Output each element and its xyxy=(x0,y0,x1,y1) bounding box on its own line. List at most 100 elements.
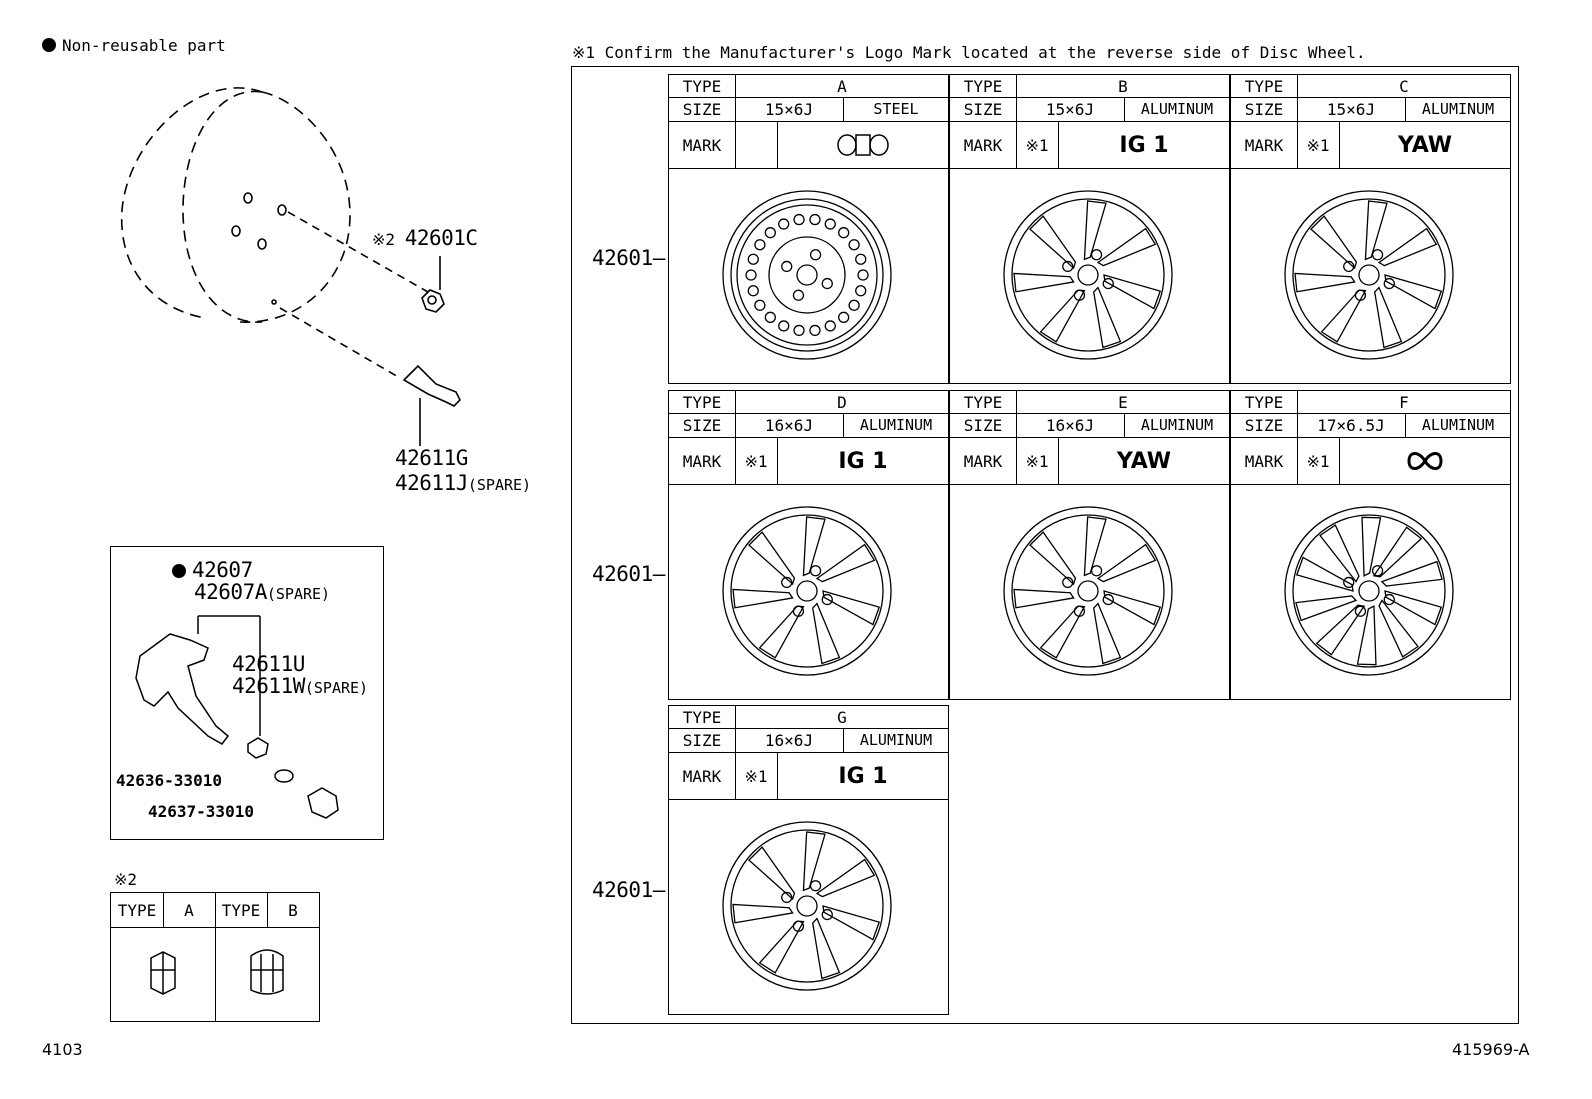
size-label: SIZE xyxy=(1244,99,1284,119)
size-value: 15×6J xyxy=(764,99,814,119)
mark-note: ※1 xyxy=(1025,451,1049,471)
nut-type-a-label: TYPE xyxy=(117,900,157,920)
size-label: SIZE xyxy=(963,415,1003,435)
bolt-holes xyxy=(231,192,287,305)
valve-spare-part-number: 42611J(SPARE) xyxy=(395,471,532,495)
mark-note: ※1 xyxy=(1306,135,1330,155)
tpms-sensor-box xyxy=(110,546,384,840)
mark-label: MARK xyxy=(963,451,1003,471)
page-number: 4103 xyxy=(42,1040,83,1059)
mark-note xyxy=(735,121,777,169)
size-label: SIZE xyxy=(1244,415,1284,435)
mark-label: MARK xyxy=(682,766,722,786)
nut-part-label: ※2 42601C xyxy=(372,226,478,250)
wheel-drawing xyxy=(722,190,892,360)
material-value: ALUMINUM xyxy=(1140,416,1214,434)
size-value: 17×6.5J xyxy=(1317,415,1385,435)
logo-mark-text: IG 1 xyxy=(1119,132,1169,158)
mark-label: MARK xyxy=(1244,451,1284,471)
tpms-sensor-drawing xyxy=(135,615,339,819)
non-reusable-legend: Non-reusable part xyxy=(42,36,226,55)
logo-mark-text: YAW xyxy=(1397,132,1453,158)
nut-type-b-label: TYPE xyxy=(221,900,261,920)
material-value: ALUMINUM xyxy=(1421,416,1495,434)
sensor-valve-part-number: 42611U xyxy=(232,652,305,676)
wheel-type-panel: TYPE A SIZE 15×6J STEEL MARK xyxy=(668,74,949,384)
wheel-type-panel: TYPE F SIZE 17×6.5J ALUMINUM MARK ※1 xyxy=(1230,390,1511,700)
nut-type-b-value: B xyxy=(288,900,298,920)
wheel-type-panel: TYPE C SIZE 15×6J ALUMINUM MARK ※1 YAW xyxy=(1230,74,1511,384)
material-value: ALUMINUM xyxy=(859,731,933,749)
wheel-part-number-row2: 42601– xyxy=(592,562,665,586)
material-value: STEEL xyxy=(873,100,919,118)
sensor-part-label: 42607 xyxy=(172,558,253,582)
wheel-drawing xyxy=(722,821,892,991)
infinity-logo-mark-icon xyxy=(1339,437,1511,485)
size-label: SIZE xyxy=(682,99,722,119)
size-label: SIZE xyxy=(682,415,722,435)
wheel-part-number-row1: 42601– xyxy=(592,246,665,270)
type-label: TYPE xyxy=(682,76,722,96)
mark-note: ※1 xyxy=(744,766,768,786)
type-value: E xyxy=(1118,392,1128,412)
nut-type-table: TYPE A TYPE B xyxy=(110,892,320,1022)
size-label: SIZE xyxy=(682,730,722,750)
type-value: F xyxy=(1399,392,1409,412)
mark-note: ※1 xyxy=(1025,135,1049,155)
type-label: TYPE xyxy=(963,76,1003,96)
type-label: TYPE xyxy=(1244,392,1284,412)
mark-note: ※1 xyxy=(744,451,768,471)
sensor-valve-spare-label: 42611W(SPARE) xyxy=(232,674,369,698)
type-label: TYPE xyxy=(1244,76,1284,96)
wheel-drawing xyxy=(1284,506,1454,676)
type-value: A xyxy=(837,76,847,96)
nut-type-note: ※2 xyxy=(114,870,138,889)
size-value: 16×6J xyxy=(764,415,814,435)
mark-label: MARK xyxy=(682,451,722,471)
size-label: SIZE xyxy=(963,99,1003,119)
mark-label: MARK xyxy=(1244,135,1284,155)
material-value: ALUMINUM xyxy=(1140,100,1214,118)
wheel-type-panel: TYPE B SIZE 15×6J ALUMINUM MARK ※1 IG 1 xyxy=(949,74,1230,384)
nut-type-a-value: A xyxy=(184,900,194,920)
drawing-ref: 415969-A xyxy=(1452,1040,1530,1059)
logo-mark-text: IG 1 xyxy=(838,448,888,474)
type-label: TYPE xyxy=(682,392,722,412)
wheel-part-number-row3: 42601– xyxy=(592,878,665,902)
type-value: D xyxy=(837,392,847,412)
mark-label: MARK xyxy=(682,135,722,155)
type-label: TYPE xyxy=(682,707,722,727)
logo-mark-note: ※1 Confirm the Manufacturer's Logo Mark … xyxy=(572,43,1366,62)
cap-part-number: 42637-33010 xyxy=(148,802,254,821)
non-reusable-bullet-icon xyxy=(172,564,186,578)
size-value: 16×6J xyxy=(1045,415,1095,435)
type-label: TYPE xyxy=(963,392,1003,412)
logo-mark-text: IG 1 xyxy=(838,763,888,789)
size-value: 15×6J xyxy=(1045,99,1095,119)
type-value: B xyxy=(1118,76,1128,96)
washer-part-number: 42636-33010 xyxy=(116,771,222,790)
valve-part-number: 42611G xyxy=(395,446,468,470)
type-value: C xyxy=(1399,76,1409,96)
wheel-type-panel: TYPE D SIZE 16×6J ALUMINUM MARK ※1 IG 1 xyxy=(668,390,949,700)
bullet-icon xyxy=(42,38,56,52)
size-value: 15×6J xyxy=(1326,99,1376,119)
valve-stem-drawing xyxy=(402,364,461,446)
material-value: ALUMINUM xyxy=(1421,100,1495,118)
lug-nut-drawing xyxy=(421,256,445,313)
exploded-wheel-drawing xyxy=(120,87,461,446)
wheel-drawing xyxy=(1003,506,1173,676)
material-value: ALUMINUM xyxy=(859,416,933,434)
steel-logo-mark-icon xyxy=(777,121,949,169)
nut-type-b-icon xyxy=(250,949,284,995)
wheel-type-panel: TYPE G SIZE 16×6J ALUMINUM MARK ※1 IG 1 xyxy=(668,705,949,1015)
wheel-drawing xyxy=(1003,190,1173,360)
wheel-drawing xyxy=(1284,190,1454,360)
wheel-outline-dashed xyxy=(120,87,351,323)
size-value: 16×6J xyxy=(764,730,814,750)
mark-note: ※1 xyxy=(1306,451,1330,471)
mark-label: MARK xyxy=(963,135,1003,155)
sensor-spare-label: 42607A(SPARE) xyxy=(194,580,331,604)
type-value: G xyxy=(837,707,847,727)
